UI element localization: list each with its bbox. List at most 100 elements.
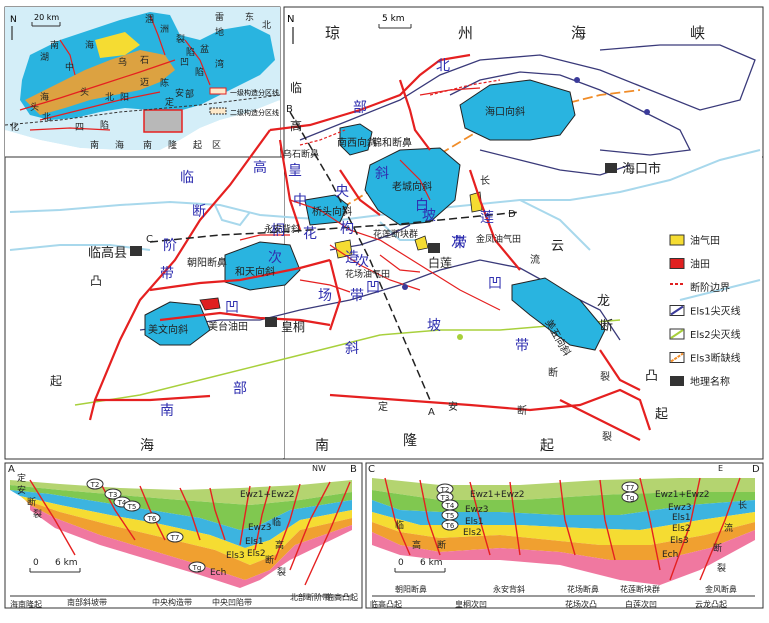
ab-marker (166, 531, 184, 543)
inset-label: 北 (42, 112, 51, 123)
changliu-fault-label: 长 (480, 175, 490, 187)
ab-marker-label: T7 (170, 534, 180, 542)
jinfeng-field-label: 金凤油气田 (476, 233, 521, 245)
cd-layer-label: Ewz1+Ewz2 (470, 490, 525, 500)
ab-zone-label: 中央构造带 (152, 597, 192, 607)
ab-marker (104, 488, 122, 500)
legend-label: 油田 (690, 258, 710, 271)
inset-label: 湾 (215, 58, 224, 70)
lingao-step-label: 临 (180, 170, 194, 186)
cd-bottom-zone-label: 云龙凸起 (695, 599, 727, 609)
ab-marker-label: T2 (90, 481, 100, 489)
ab-fault-label: 裂 (33, 509, 42, 520)
ab-fault-label: 临 (272, 516, 281, 528)
cd-layer-label: Els2 (463, 528, 482, 538)
ab-marker-label: T5 (127, 503, 137, 511)
ab-fault-label: 裂 (277, 567, 286, 578)
legend-swatch-frame (669, 352, 685, 363)
ab-zone-label: 海南隆起 (10, 599, 42, 609)
north-slope-label: 坡 (422, 208, 436, 224)
ab-marker-label: T6 (147, 515, 157, 523)
legend-label: Els3断缺线 (690, 352, 741, 365)
inset-label: 南 (143, 139, 152, 151)
south-slope-label: 坡 (427, 318, 441, 334)
changliu-fault-label: 断 (548, 366, 558, 379)
ab-fault-label: 断 (265, 554, 274, 566)
cd-scale-zero: 0 (398, 558, 404, 568)
central-zone-label: 造 (345, 250, 359, 266)
cd-bottom-zone-label: 白莲次凹 (625, 599, 657, 609)
ab-zone-label: 北部断阶带 (290, 592, 330, 602)
inset-label: 安 (175, 87, 184, 99)
inset-label: 湖 (40, 52, 49, 63)
qiaotou-syncline-label: 桥头向斜 (312, 205, 352, 218)
section-cd-end-d: D (752, 464, 760, 475)
jinhe-nose-label: 锦和断鼻 (372, 136, 412, 149)
yunlong-label: 断 (600, 319, 613, 334)
section-point-b: B (286, 104, 293, 115)
section-cd-end-c: C (368, 464, 375, 475)
cd-top-zone-label: 花场断鼻 (567, 584, 599, 594)
legend-swatch (670, 305, 684, 316)
place-huangtong: 皇桐 (281, 320, 305, 334)
inset-legend: 一级构造分区线 二级构造分区线 (209, 87, 279, 117)
cd-fault-label: 流 (724, 522, 733, 534)
inset-label: 洲 (160, 24, 169, 35)
inset-label: 海 (85, 39, 94, 51)
inset-label: 区 (212, 140, 221, 151)
cd-marker (441, 519, 459, 531)
cd-marker-label: T6 (445, 522, 455, 530)
ab-zone-label: 临高凸起 (326, 592, 358, 602)
ab-layer-label: Els3 (226, 551, 245, 561)
section-ab-nw: NW (312, 464, 326, 473)
south-slope-label: 部 (233, 381, 247, 397)
ab-marker-label: T4 (117, 499, 127, 507)
cd-layer-label: Ech (662, 550, 678, 560)
inset-legend-second: 二级构造分区线 (230, 108, 279, 117)
inset-scale: 20 km (34, 13, 59, 22)
place-lingao: 临高县 (88, 245, 127, 261)
ab-marker (143, 512, 161, 524)
inset-label: 阳 (120, 92, 129, 103)
yunlong-label: 起 (655, 407, 668, 422)
legend-swatch (669, 258, 685, 269)
section-point-a: A (428, 407, 435, 418)
nanxi-syncline-label: 南西向斜 (337, 136, 377, 149)
ab-layer-label: Els2 (247, 549, 266, 559)
inset-label: 陷 (186, 46, 195, 58)
inset-label: 裂 (176, 34, 185, 45)
huachang-sag-label: 次 (355, 254, 369, 270)
cd-layer-label: Els1 (465, 517, 484, 527)
legend-label: 地理名称 (690, 375, 730, 388)
lingao-uplift-label: 凸 (90, 274, 102, 288)
inset-label: 中 (65, 61, 74, 73)
cd-layer-label: Els3 (670, 536, 689, 546)
hainan-uplift-label: 隆 (403, 433, 417, 449)
section-point-d: D (508, 209, 516, 220)
north-slope-label: 带 (453, 235, 467, 251)
place-bailian: 白莲 (428, 255, 452, 270)
meiwen-syncline-label: 美文向斜 (148, 323, 188, 336)
section-cd-east: E (718, 464, 723, 473)
place-markers (130, 163, 617, 327)
lingao-step-label: 带 (160, 266, 174, 282)
section-cd: CDE临高断裂长流断裂Ewz1+Ewz2Ewz1+Ewz2Ewz3Ewz3Els… (365, 462, 764, 609)
inset-label: 定 (165, 96, 174, 108)
els2-pinchout-line (74, 319, 621, 406)
inset-north: N (10, 15, 17, 25)
inset-label: 海 (40, 91, 49, 103)
inset-label: 南 (90, 139, 99, 151)
main-labels: 琼州海峡北部斜坡带临高断阶带南部斜坡带中央构造带皇桐次凹花场次凹白莲次凹云龙断凸… (50, 24, 705, 454)
lingao-uplift-label: 临 (290, 81, 302, 95)
ab-marker (123, 500, 141, 512)
wushi-nose-label: 乌石断鼻 (283, 148, 319, 160)
cd-bottom-zone-label: 临高凸起 (370, 599, 402, 609)
section-ab-end-a: A (8, 464, 15, 475)
legend-label: Els1尖灭线 (690, 305, 741, 318)
inset-label: 隆 (168, 139, 177, 151)
inset-label: 涠 (145, 14, 154, 25)
ab-marker-label: T3 (108, 491, 118, 499)
huangtong-sag-label: 桐 (271, 223, 285, 239)
